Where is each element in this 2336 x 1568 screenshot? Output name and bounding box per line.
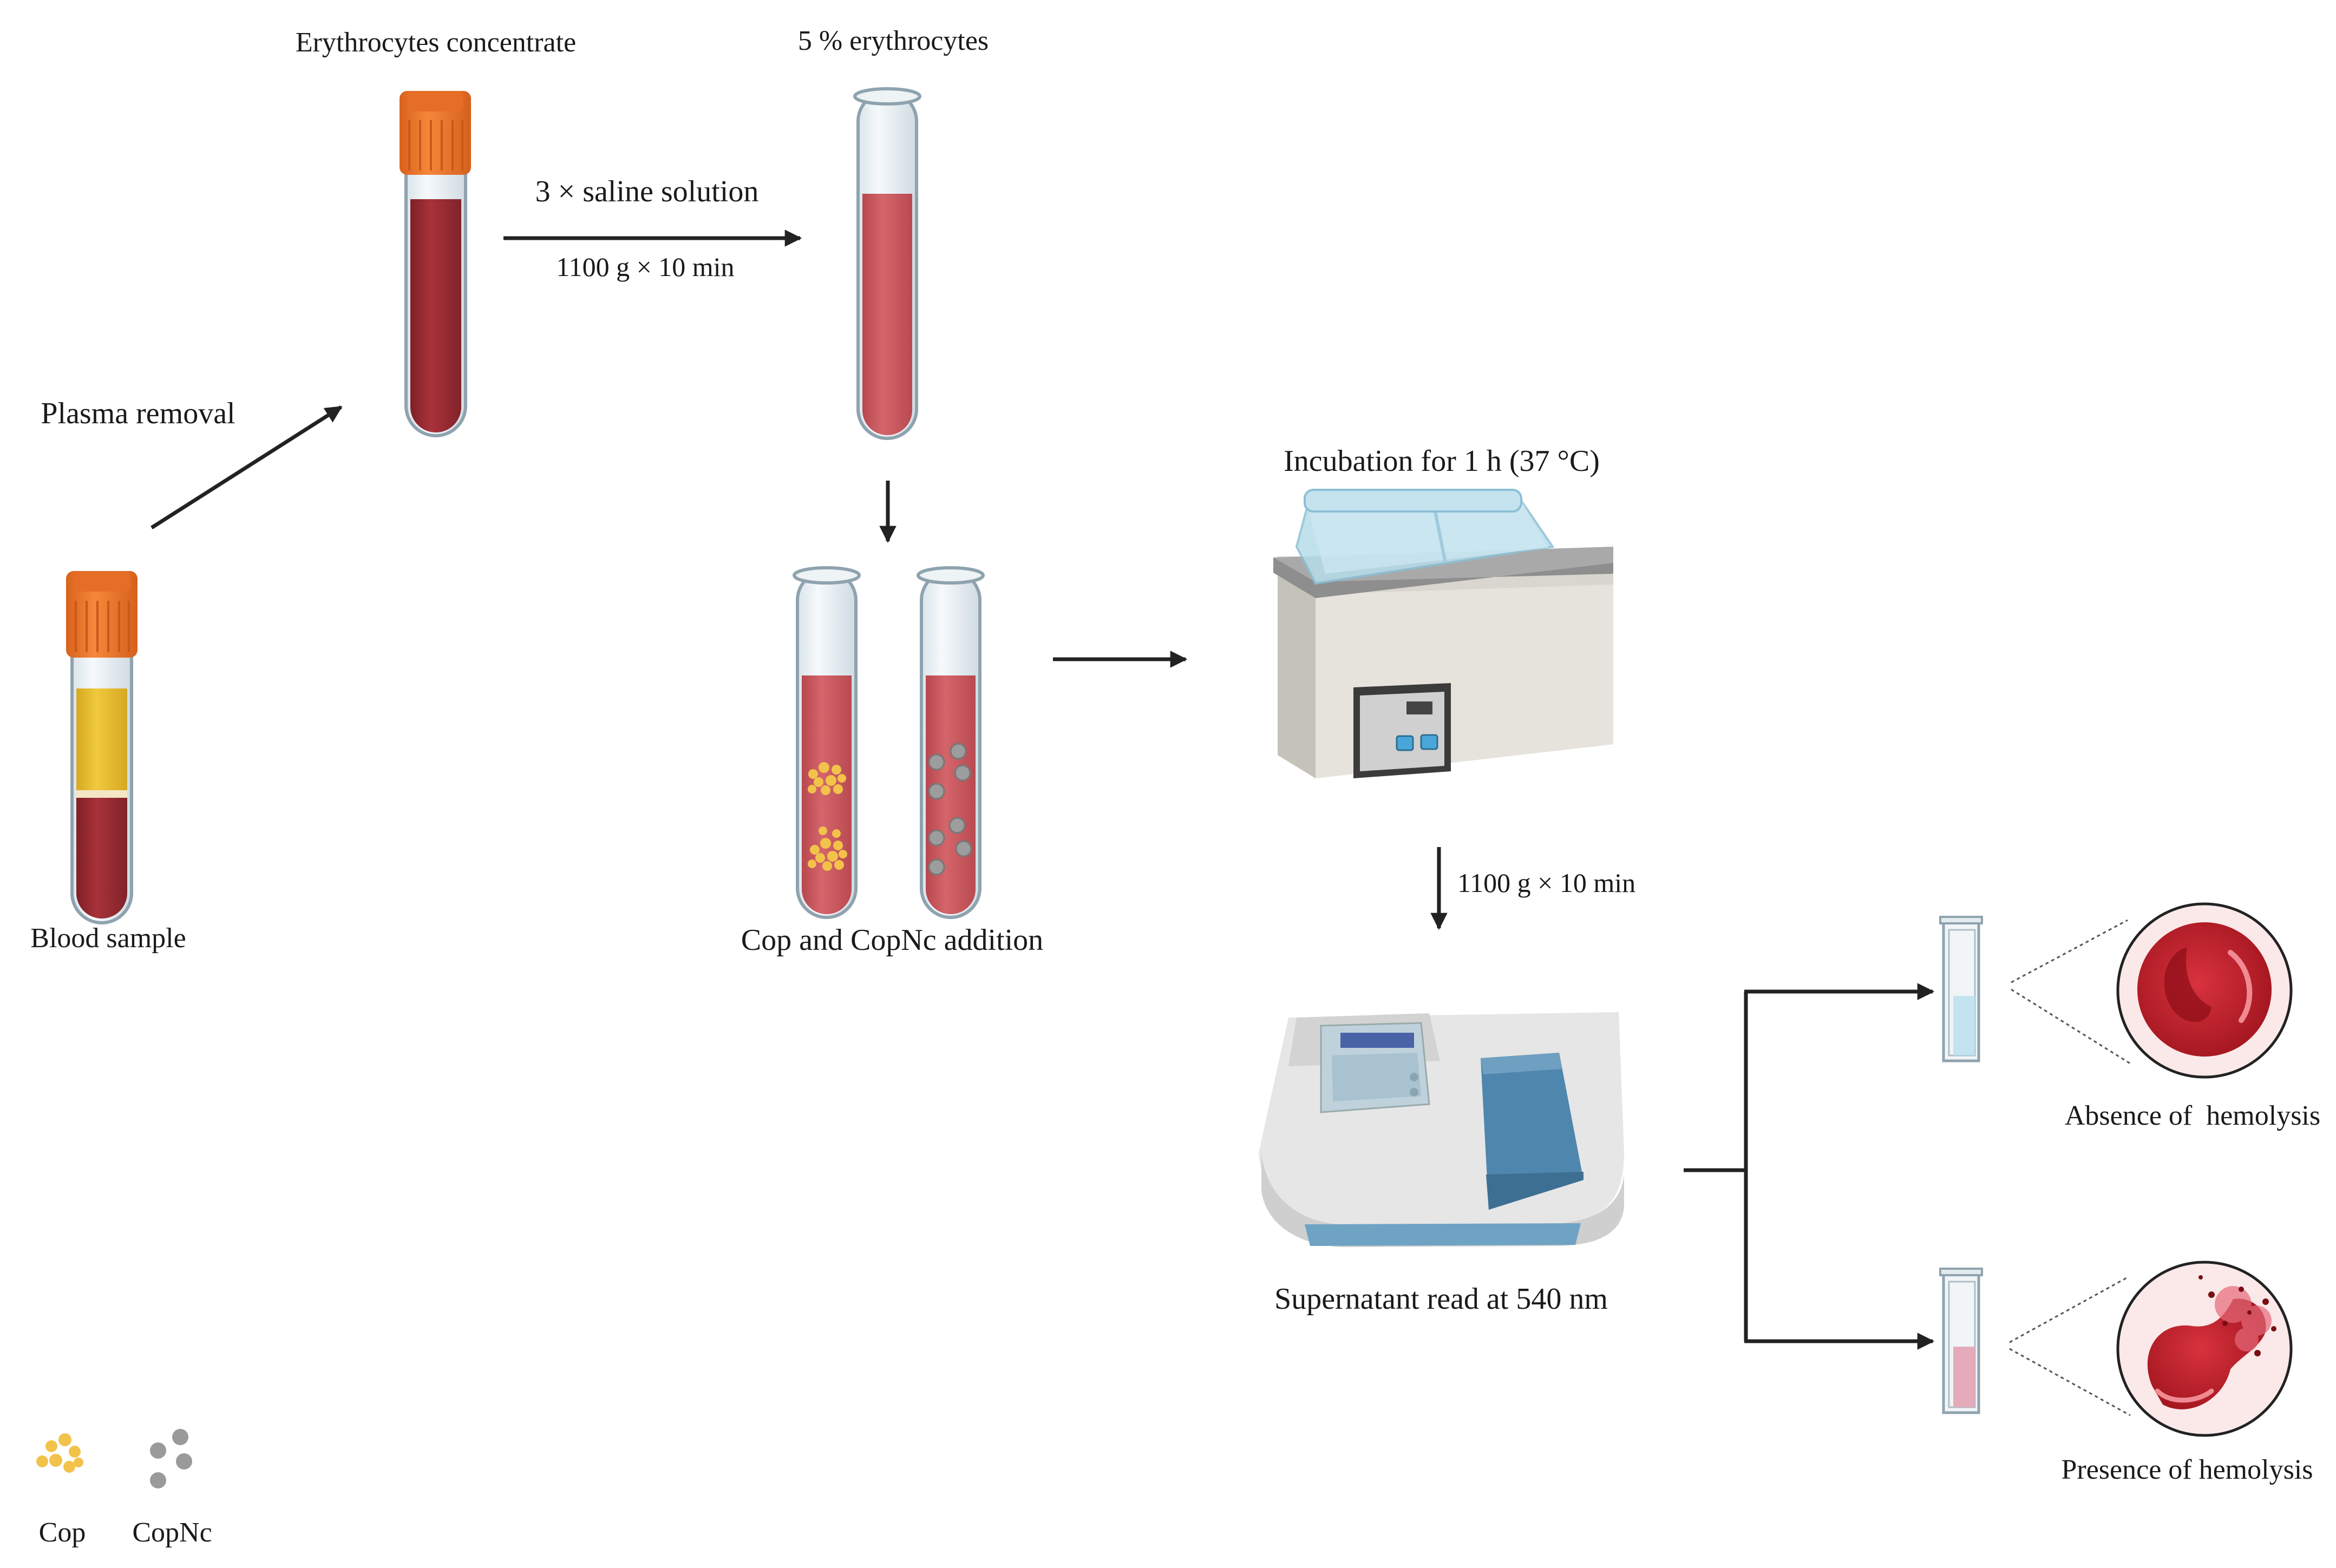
centrifuge-1-label: 1100 g × 10 min (556, 252, 734, 282)
pink-cuvette-icon (1939, 1268, 1983, 1414)
copnc-treated-tube-icon (917, 566, 985, 919)
plasma-removal-arrow (151, 405, 343, 529)
centrifuge-2-label: 1100 g × 10 min (1457, 868, 1635, 898)
lysed-erythrocyte-magnifier-icon (2009, 1261, 2293, 1437)
arrows (151, 229, 1935, 1350)
clear-cuvette-icon (1939, 916, 1983, 1062)
plasma-removal-label: Plasma removal (41, 397, 235, 430)
intact-erythrocyte-magnifier-icon (2011, 902, 2293, 1079)
presence-hemolysis-label: Presence of hemolysis (2061, 1454, 2313, 1485)
copnc-legend-label: CopNc (132, 1517, 212, 1548)
cop-legend-icon (36, 1433, 83, 1473)
blood-sample-label: Blood sample (30, 923, 186, 954)
cop-legend-label: Cop (39, 1517, 86, 1548)
copnc-legend-icon (150, 1429, 192, 1488)
spectrophotometer-icon (1259, 1012, 1624, 1247)
absence-hemolysis-label: Absence of hemolysis (2065, 1100, 2320, 1131)
incubation-label: Incubation for 1 h (37 °C) (1284, 444, 1600, 478)
saline-wash-label: 3 × saline solution (535, 175, 759, 208)
cop-copnc-addition-label: Cop and CopNc addition (741, 923, 1043, 957)
five-percent-erythrocytes-tube-icon (853, 87, 921, 440)
erythrocytes-concentrate-tube-icon (400, 91, 471, 437)
five-percent-erythrocytes-label: 5 % erythrocytes (798, 25, 989, 56)
water-bath-incubator-icon (1273, 489, 1613, 778)
cop-treated-tube-icon (793, 566, 861, 919)
erythrocytes-concentrate-label: Erythrocytes concentrate (296, 27, 576, 58)
supernatant-read-label: Supernatant read at 540 nm (1274, 1282, 1608, 1316)
blood-sample-tube-icon (66, 571, 138, 924)
